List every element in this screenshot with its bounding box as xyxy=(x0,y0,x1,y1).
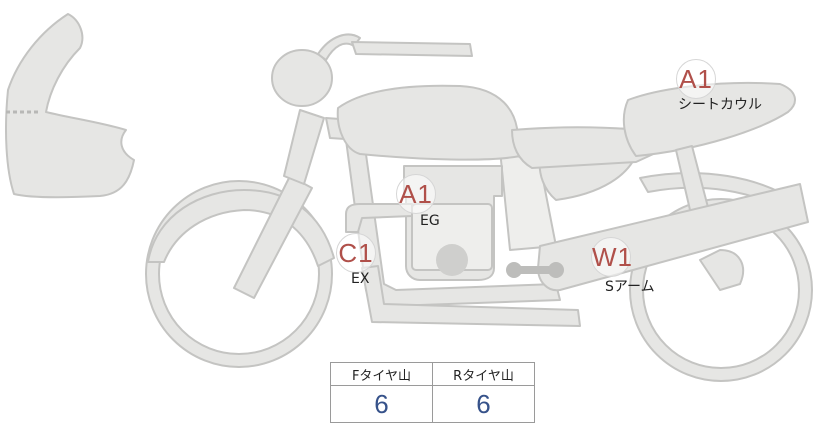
fuel-tank xyxy=(336,84,521,161)
rear-tire-header: Rタイヤ山 xyxy=(432,362,535,386)
front-fairing-part xyxy=(5,13,135,199)
swingarm-pivot xyxy=(506,262,564,278)
marker-engine[interactable]: A1 xyxy=(396,174,436,214)
table-header-row: Fタイヤ山 Rタイヤ山 xyxy=(330,362,535,386)
crankcase-cover xyxy=(436,244,468,276)
marker-code: W1 xyxy=(591,237,632,277)
exhaust-pipe xyxy=(345,203,413,233)
front-tire-header: Fタイヤ山 xyxy=(330,362,433,386)
marker-code: A1 xyxy=(396,174,436,214)
marker-exhaust[interactable]: C1 xyxy=(336,233,376,273)
tire-tread-table: Fタイヤ山 Rタイヤ山 6 6 xyxy=(330,362,535,423)
marker-seat-cowl[interactable]: A1 xyxy=(676,59,716,99)
headlight xyxy=(271,49,333,107)
marker-label-engine: EG xyxy=(420,213,440,229)
rear-tire-value: 6 xyxy=(432,385,535,423)
table-value-row: 6 6 xyxy=(330,385,535,423)
marker-label-exhaust: EX xyxy=(351,271,370,287)
marker-label-swingarm: Sアーム xyxy=(605,279,655,295)
marker-label-seat-cowl: シートカウル xyxy=(678,97,762,113)
marker-swingarm[interactable]: W1 xyxy=(591,237,632,277)
front-tire-value: 6 xyxy=(330,385,433,423)
marker-code: A1 xyxy=(676,59,716,99)
marker-code: C1 xyxy=(336,233,376,273)
